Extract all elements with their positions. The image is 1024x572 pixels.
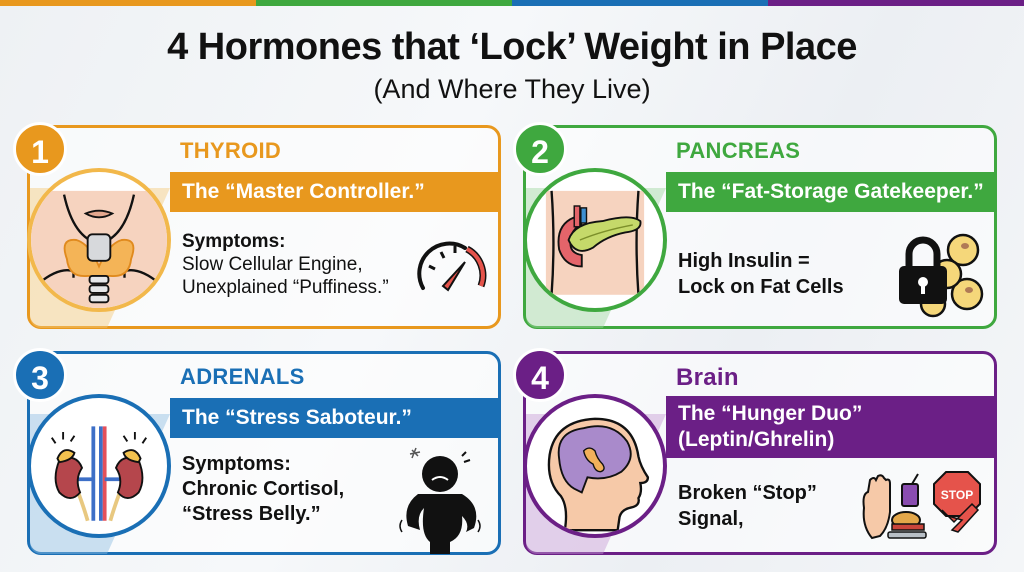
top-bar-orange: [0, 0, 256, 6]
pancreas-abdomen-icon: [523, 168, 667, 312]
symptom-line: Slow Cellular Engine,: [182, 254, 363, 275]
svg-text:STOP: STOP: [941, 488, 973, 502]
number-badge-3: 3: [13, 348, 67, 402]
padlock-fat-cells-icon: [899, 233, 984, 318]
number-badge-1: 1: [13, 122, 67, 176]
symptoms-label: Symptoms:: [182, 231, 286, 252]
symptom-line: Unexplained “Puffiness.”: [182, 277, 389, 298]
symptom-line: “Stress Belly.”: [182, 503, 321, 525]
nickname-banner: The “Hunger Duo” (Leptin/Ghrelin): [666, 396, 997, 458]
symptom-line: Chronic Cortisol,: [182, 478, 345, 500]
hand-stop-food-icon: [862, 473, 927, 540]
nickname-banner: The “Stress Saboteur.”: [170, 398, 501, 438]
body-line: Signal,: [678, 508, 744, 530]
top-bar-purple: [768, 0, 1024, 6]
body-line: High Insulin =: [678, 250, 810, 272]
stressed-person-belly-icon: [399, 447, 481, 554]
body-line: Lock on Fat Cells: [678, 276, 844, 298]
organ-name: PANCREAS: [676, 138, 801, 163]
nickname-line: The “Hunger Duo”: [678, 402, 863, 425]
nickname-banner: The “Fat-Storage Gatekeeper.”: [666, 172, 997, 212]
kidneys-adrenals-icon: [27, 394, 171, 538]
brain-head-icon: [523, 394, 667, 538]
page-subtitle: (And Where They Live): [373, 74, 651, 104]
thyroid-neck-icon: [27, 168, 171, 312]
signal-text: Broken “Stop” Signal,: [678, 480, 817, 532]
organ-name: Brain: [676, 364, 739, 391]
nickname-line: (Leptin/Ghrelin): [678, 428, 835, 451]
symptoms-text: Symptoms: Chronic Cortisol, “Stress Bell…: [182, 452, 344, 527]
top-bar-blue: [512, 0, 768, 6]
speedometer-gauge-icon: [417, 241, 487, 292]
stop-sign-icon: STOP: [933, 471, 981, 533]
top-bar-green: [256, 0, 512, 6]
insulin-text: High Insulin = Lock on Fat Cells: [678, 248, 844, 300]
organ-name: THYROID: [180, 138, 282, 163]
body-line: Broken “Stop”: [678, 482, 817, 504]
symptoms-label: Symptoms:: [182, 453, 291, 475]
color-top-bar: [0, 0, 1024, 6]
card-thyroid: THYROID The “Master Controller.” Symptom…: [27, 125, 501, 329]
number-badge-4: 4: [513, 348, 567, 402]
number-badge-2: 2: [513, 122, 567, 176]
organ-name: ADRENALS: [180, 364, 305, 389]
symptoms-text: Symptoms: Slow Cellular Engine, Unexplai…: [182, 230, 389, 299]
nickname-banner: The “Master Controller.”: [170, 172, 501, 212]
page-title: 4 Hormones that ‘Lock’ Weight in Place: [167, 26, 857, 68]
